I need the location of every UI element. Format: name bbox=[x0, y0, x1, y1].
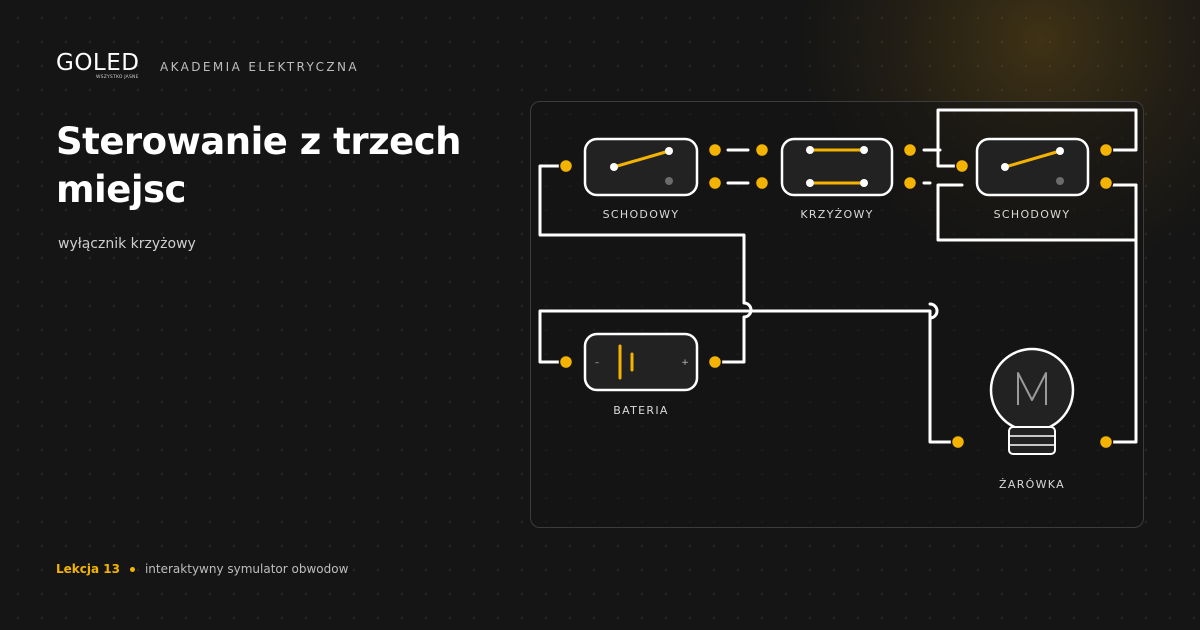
cross-switch[interactable]: KRZYŻOWY bbox=[754, 137, 918, 221]
bulb-label: ŻARÓWKA bbox=[999, 478, 1065, 491]
contact-dot-off bbox=[665, 177, 673, 185]
terminal[interactable] bbox=[1098, 142, 1114, 158]
switch-body bbox=[780, 137, 894, 197]
battery-minus-sign: – bbox=[595, 358, 600, 368]
bulb-glass bbox=[989, 347, 1075, 433]
contact-dot bbox=[806, 179, 814, 187]
bulb-base bbox=[1008, 426, 1056, 455]
battery-label: BATERIA bbox=[613, 404, 668, 417]
terminal[interactable] bbox=[754, 175, 770, 191]
stair-switch-1[interactable]: SCHODOWY bbox=[558, 137, 723, 221]
lesson-subtitle: wyłącznik krzyżowy bbox=[58, 236, 196, 252]
bullet-icon bbox=[129, 566, 135, 572]
terminal[interactable] bbox=[707, 354, 723, 370]
lesson-title: Sterowanie z trzech miejsc bbox=[56, 120, 462, 211]
goled-logo[interactable]: GOLED WSZYSTKO JASNE bbox=[56, 50, 148, 82]
wire-switch3-to-bulb bbox=[1104, 183, 1138, 444]
bulb[interactable]: ŻARÓWKA bbox=[950, 347, 1114, 491]
contact-dot bbox=[610, 163, 618, 171]
wires bbox=[538, 108, 1138, 444]
wire-switch3-loop bbox=[936, 108, 1138, 168]
switch1-label: SCHODOWY bbox=[603, 208, 680, 221]
switch-body bbox=[975, 137, 1090, 197]
terminal[interactable] bbox=[902, 175, 918, 191]
contact-dot bbox=[806, 146, 814, 154]
battery-plus-sign: + bbox=[681, 358, 689, 368]
bulb-filament-icon bbox=[1017, 372, 1047, 405]
wire-bulb-hop bbox=[928, 302, 939, 320]
contact-dot bbox=[1056, 147, 1064, 155]
lesson-footer: Lekcja 13 interaktywny symulator obwodow bbox=[56, 562, 348, 576]
wire-switch3-return bbox=[936, 183, 1138, 242]
battery[interactable]: – + BATERIA bbox=[558, 332, 723, 417]
contact-dot bbox=[1001, 163, 1009, 171]
terminal[interactable] bbox=[558, 354, 574, 370]
switch-body bbox=[583, 137, 699, 197]
terminal[interactable] bbox=[707, 175, 723, 191]
logo-tagline: WSZYSTKO JASNE bbox=[96, 75, 139, 80]
terminal[interactable] bbox=[707, 142, 723, 158]
contact-dot bbox=[860, 179, 868, 187]
contact-dot bbox=[665, 147, 673, 155]
terminal[interactable] bbox=[954, 158, 970, 174]
terminal[interactable] bbox=[950, 434, 966, 450]
wire-battery-to-bulb bbox=[538, 309, 960, 444]
terminal[interactable] bbox=[754, 142, 770, 158]
logo-wordmark: GOLED bbox=[56, 50, 140, 76]
terminal[interactable] bbox=[558, 158, 574, 174]
terminal[interactable] bbox=[902, 142, 918, 158]
terminal[interactable] bbox=[1098, 175, 1114, 191]
terminal[interactable] bbox=[1098, 434, 1114, 450]
lesson-description: interaktywny symulator obwodow bbox=[144, 562, 349, 576]
contact-dot bbox=[860, 146, 868, 154]
switch3-label: SCHODOWY bbox=[994, 208, 1071, 221]
academy-name: AKADEMIA ELEKTRYCZNA bbox=[160, 60, 359, 74]
lesson-number: Lekcja 13 bbox=[56, 562, 120, 576]
stair-switch-2[interactable]: SCHODOWY bbox=[954, 137, 1114, 221]
wire-switch1-to-battery bbox=[538, 164, 753, 364]
switch-lever bbox=[1003, 149, 1062, 169]
battery-body bbox=[583, 332, 699, 392]
switch-lever bbox=[612, 149, 671, 169]
switch2-label: KRZYŻOWY bbox=[800, 208, 873, 221]
contact-dot-off bbox=[1056, 177, 1064, 185]
